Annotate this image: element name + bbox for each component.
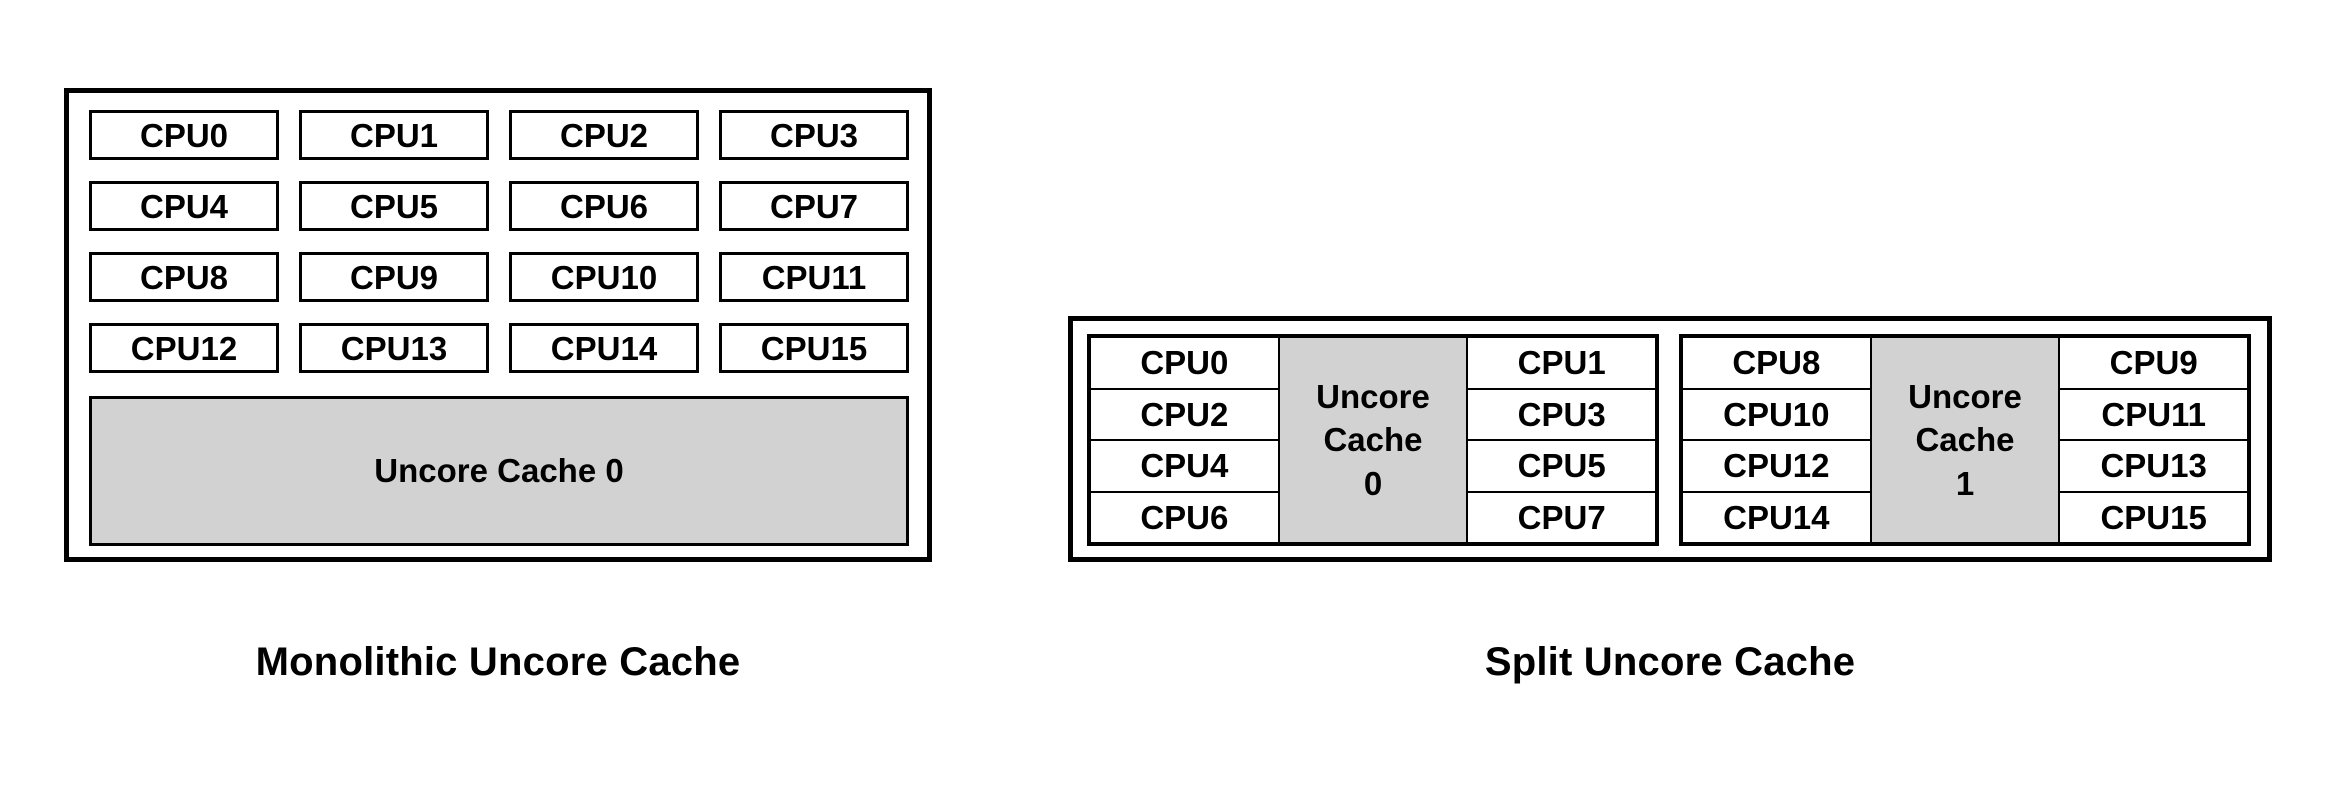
cpu-box: CPU3	[1466, 387, 1657, 441]
cpu-box: CPU2	[509, 110, 699, 160]
uncore-cache-line-3: 0	[1363, 464, 1383, 502]
cpu-box: CPU5	[299, 181, 489, 231]
cpu-box: CPU9	[299, 252, 489, 302]
cpu-box: CPU13	[299, 323, 489, 373]
uncore-cache-0-block: Uncore Cache 0	[1277, 336, 1469, 544]
uncore-cache-line-1: Uncore	[1316, 377, 1430, 415]
uncore-cache-line-3: 1	[1955, 464, 1975, 502]
cpu-box: CPU13	[2058, 439, 2249, 493]
cpu-box: CPU14	[1681, 490, 1872, 544]
uncore-cache-1-block: Uncore Cache 1	[1869, 336, 2061, 544]
cpu-box: CPU2	[1089, 387, 1280, 441]
cpu-box: CPU15	[719, 323, 909, 373]
cpu-box: CPU12	[1681, 439, 1872, 493]
cpu-box: CPU4	[1089, 439, 1280, 493]
cpu-box: CPU3	[719, 110, 909, 160]
cluster-1: CPU8 CPU10 CPU12 CPU14 Uncore Cache 1 CP…	[1679, 334, 2251, 546]
split-cluster-row: CPU0 CPU2 CPU4 CPU6 Uncore Cache 0 CPU1 …	[1087, 334, 2251, 546]
cpu-box: CPU1	[1466, 336, 1657, 390]
cpu-box: CPU8	[89, 252, 279, 302]
cpu-box: CPU5	[1466, 439, 1657, 493]
cpu-box: CPU7	[719, 181, 909, 231]
cluster-0: CPU0 CPU2 CPU4 CPU6 Uncore Cache 0 CPU1 …	[1087, 334, 1659, 546]
cpu-box: CPU1	[299, 110, 489, 160]
cpu-box: CPU10	[1681, 387, 1872, 441]
cpu-box: CPU6	[1089, 490, 1280, 544]
uncore-cache-line-2: Cache	[1323, 421, 1423, 459]
cpu-box: CPU0	[89, 110, 279, 160]
cpu-box: CPU11	[2058, 387, 2249, 441]
cpu-box: CPU14	[509, 323, 699, 373]
cpu-box: CPU10	[509, 252, 699, 302]
split-uncore-panel: CPU0 CPU2 CPU4 CPU6 Uncore Cache 0 CPU1 …	[1068, 316, 2272, 562]
cpu-box: CPU9	[2058, 336, 2249, 390]
cpu-box: CPU11	[719, 252, 909, 302]
uncore-cache-line-2: Cache	[1915, 421, 2015, 459]
monolithic-uncore-panel: CPU0 CPU1 CPU2 CPU3 CPU4 CPU5 CPU6 CPU7 …	[64, 88, 932, 562]
split-caption: Split Uncore Cache	[1484, 640, 1856, 684]
monolithic-caption: Monolithic Uncore Cache	[255, 640, 741, 684]
cpu-box: CPU6	[509, 181, 699, 231]
cpu-box: CPU8	[1681, 336, 1872, 390]
cpu-box: CPU12	[89, 323, 279, 373]
uncore-cache-0-block: Uncore Cache 0	[89, 396, 909, 546]
monolithic-cpu-grid: CPU0 CPU1 CPU2 CPU3 CPU4 CPU5 CPU6 CPU7 …	[89, 110, 909, 373]
cpu-box: CPU15	[2058, 490, 2249, 544]
cpu-box: CPU0	[1089, 336, 1280, 390]
uncore-cache-line-1: Uncore	[1908, 377, 2022, 415]
cpu-box: CPU7	[1466, 490, 1657, 544]
cpu-box: CPU4	[89, 181, 279, 231]
